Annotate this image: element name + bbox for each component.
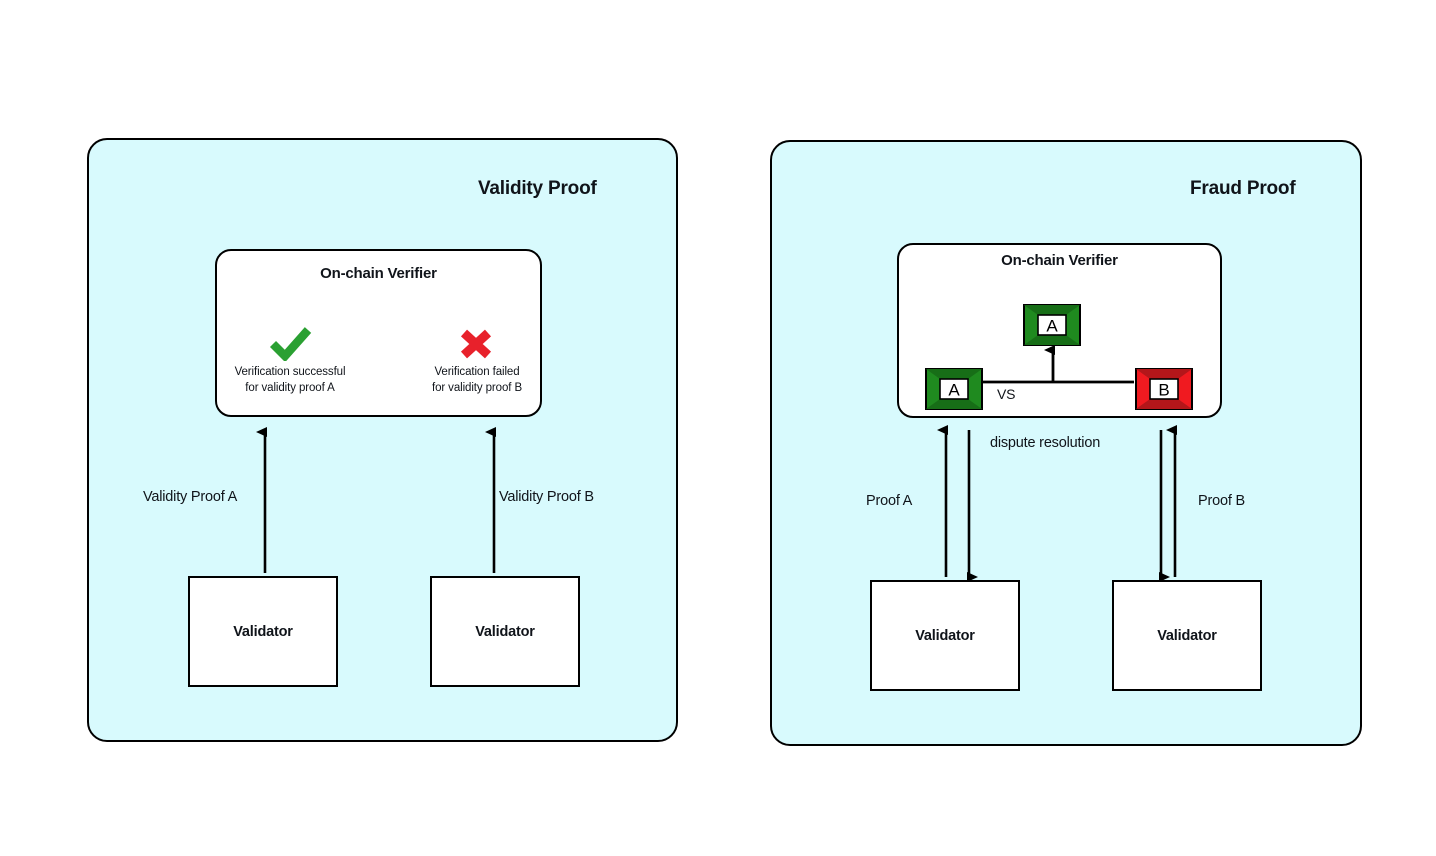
badge-letter: A xyxy=(948,381,960,400)
panel-fraud-proof xyxy=(770,140,1362,746)
badge-frame-green-icon: A xyxy=(925,368,983,410)
panel-validity-proof xyxy=(87,138,678,742)
badge-letter: A xyxy=(1046,317,1058,336)
verification-result-success: Verification successful for validity pro… xyxy=(215,325,365,396)
panel-title-validity-proof: Validity Proof xyxy=(478,178,597,199)
edge-label-proof-b: Proof B xyxy=(1198,493,1245,509)
on-chain-verifier-title-validity: On-chain Verifier xyxy=(320,265,437,282)
panel-title-fraud-proof: Fraud Proof xyxy=(1190,178,1296,199)
proof-badge-top-a: A xyxy=(1023,304,1081,351)
validator-label: Validator xyxy=(915,627,975,644)
verification-result-failure: Verification failed for validity proof B xyxy=(402,325,552,396)
validator-box-fraud-1: Validator xyxy=(870,580,1020,691)
proof-badge-left-a: A xyxy=(925,368,983,415)
cross-icon xyxy=(460,329,492,359)
edge-label-validity-proof-a: Validity Proof A xyxy=(143,489,238,505)
verification-result-success-text: Verification successful for validity pro… xyxy=(234,366,346,394)
validator-box-validity-1: Validator xyxy=(188,576,338,687)
edge-label-proof-a: Proof A xyxy=(866,493,913,509)
badge-frame-green-icon: A xyxy=(1023,304,1081,346)
badge-letter: B xyxy=(1158,381,1169,400)
proof-badge-right-b: B xyxy=(1135,368,1193,415)
validator-label: Validator xyxy=(475,623,535,640)
verification-result-failure-text: Verification failed for validity proof B xyxy=(431,366,523,394)
edge-label-validity-proof-b: Validity Proof B xyxy=(499,489,594,505)
validator-label: Validator xyxy=(233,623,293,640)
validator-box-fraud-2: Validator xyxy=(1112,580,1262,691)
badge-frame-red-icon: B xyxy=(1135,368,1193,410)
on-chain-verifier-title-fraud: On-chain Verifier xyxy=(1001,252,1118,269)
validator-label: Validator xyxy=(1157,627,1217,644)
validator-box-validity-2: Validator xyxy=(430,576,580,687)
edge-label-dispute-resolution: dispute resolution xyxy=(990,435,1101,451)
vs-label: VS xyxy=(997,386,1016,402)
check-icon xyxy=(269,327,312,361)
